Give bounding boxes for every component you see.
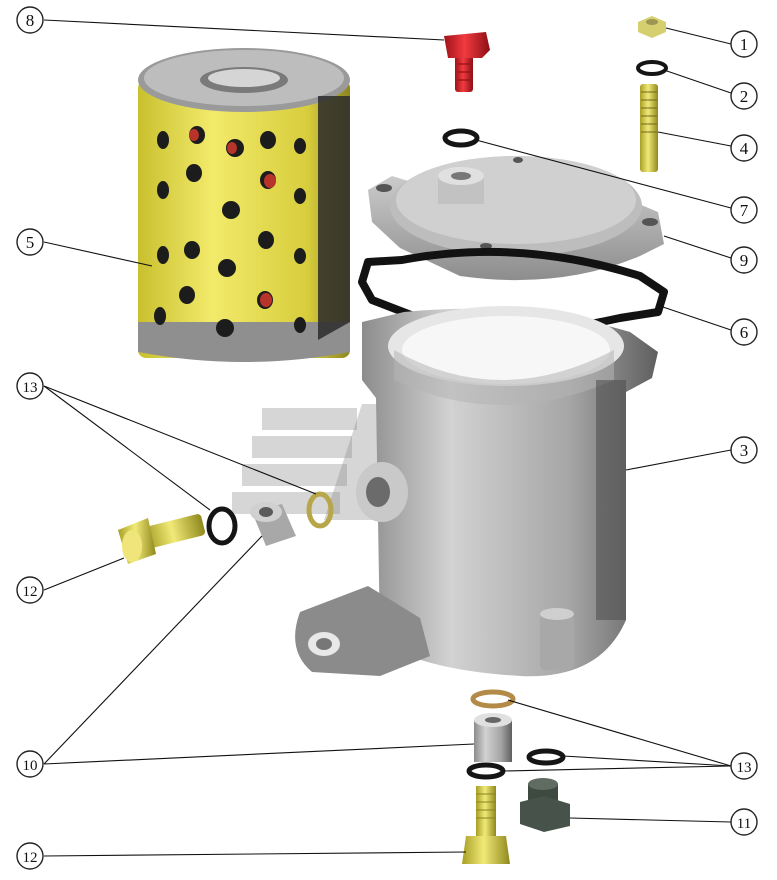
red-bolt [444, 32, 490, 92]
callout-12-left: 12 [16, 576, 44, 604]
sealing-ring-left-black [206, 506, 238, 546]
callout-2: 2 [730, 82, 758, 110]
callout-9-label: 9 [740, 251, 749, 270]
sealing-ring-bottom-black-a [466, 762, 506, 780]
callout-7-label: 7 [740, 201, 749, 220]
callout-13b-label: 13 [737, 760, 752, 776]
callout-13a-label: 13 [23, 380, 38, 396]
callout-6: 6 [730, 318, 758, 346]
hex-plug [520, 778, 570, 832]
callout-5: 5 [16, 228, 44, 256]
callout-5-label: 5 [26, 233, 35, 252]
callout-10-label: 10 [23, 758, 38, 774]
leader-lines [43, 19, 732, 857]
callout-9: 9 [730, 246, 758, 274]
lid-sealing-ring [442, 128, 480, 148]
sealing-ring-bottom-black-b [526, 748, 566, 766]
long-stud [640, 84, 658, 172]
banjo-bolt-left [118, 514, 205, 564]
callout-3-label: 3 [740, 441, 749, 460]
small-sealing-ring [636, 60, 668, 76]
callout-4: 4 [730, 134, 758, 162]
callout-3: 3 [730, 436, 758, 464]
callout-1: 1 [730, 30, 758, 58]
callout-12-bottom: 12 [16, 842, 44, 870]
callout-11-label: 11 [737, 816, 751, 832]
callout-12a-label: 12 [23, 584, 38, 600]
callout-6-label: 6 [740, 323, 749, 342]
callout-2-label: 2 [740, 87, 749, 106]
callout-13-right: 13 [730, 752, 758, 780]
callout-12b-label: 12 [23, 850, 38, 866]
sealing-ring-left-brass [306, 491, 334, 529]
filter-element [138, 48, 350, 362]
filter-housing [295, 306, 658, 677]
sealing-ring-bottom-brass [470, 689, 516, 709]
callout-1-label: 1 [740, 35, 749, 54]
callout-10: 10 [16, 750, 44, 778]
sleeve-left [250, 502, 296, 546]
callout-7: 7 [730, 196, 758, 224]
small-nut [638, 16, 666, 38]
sleeve-bottom [474, 713, 512, 762]
callout-4-label: 4 [740, 139, 749, 158]
callout-11: 11 [730, 808, 758, 836]
callout-13-left: 13 [16, 372, 44, 400]
callout-8: 8 [16, 6, 44, 34]
banjo-bolt-bottom [462, 786, 510, 864]
filter-cover [368, 156, 664, 281]
callout-8-label: 8 [26, 11, 35, 30]
